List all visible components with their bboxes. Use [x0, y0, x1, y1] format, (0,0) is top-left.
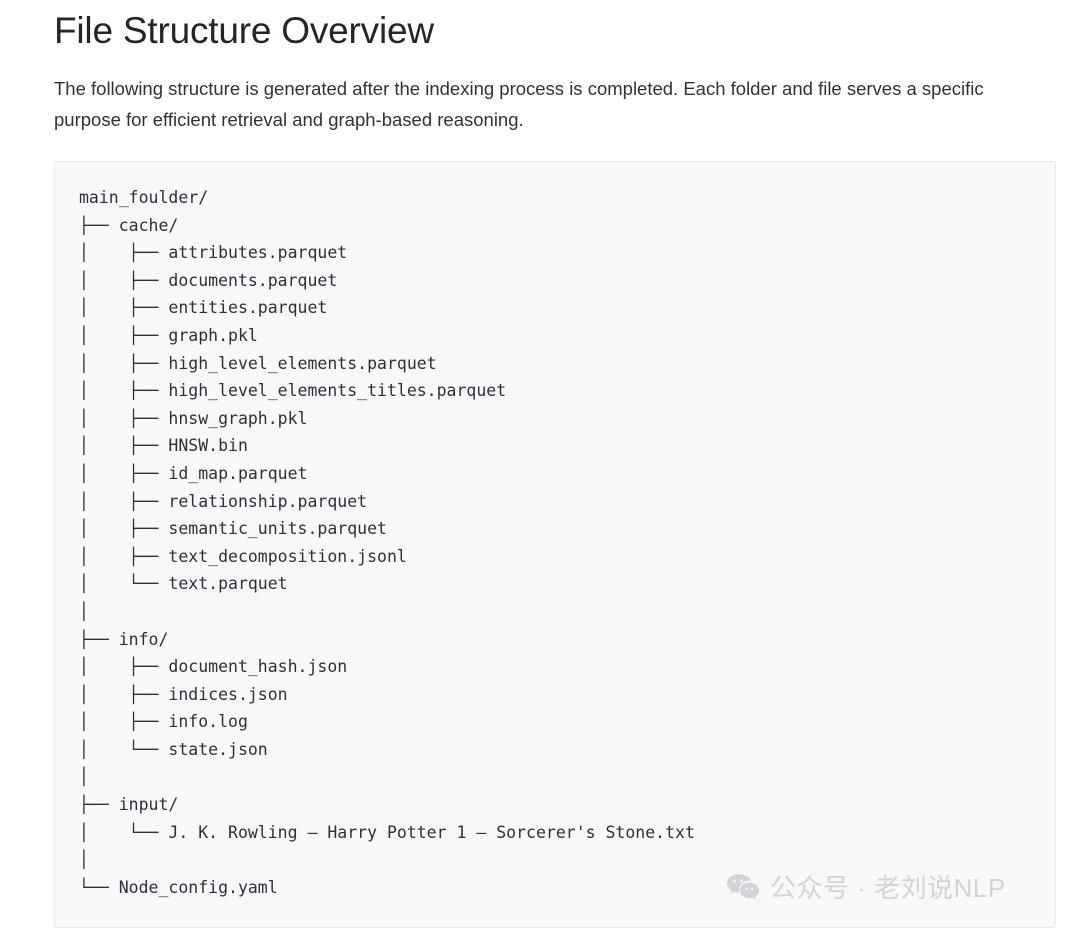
file-tree-line: │ ├── high_level_elements.parquet [79, 353, 437, 373]
file-tree-line: │ ├── relationship.parquet [79, 491, 368, 511]
file-tree-line: │ [79, 601, 89, 621]
file-tree-line: │ ├── hnsw_graph.pkl [79, 408, 308, 428]
file-tree-lines: main_foulder/ ├── cache/ │ ├── attributes.… [79, 184, 1055, 901]
file-tree-line: ├── info/ [79, 629, 169, 649]
file-tree-line: │ [79, 767, 89, 787]
file-tree-line: │ ├── attributes.parquet [79, 243, 348, 263]
code-block-content: main_foulder/ ├── cache/ │ ├── attributes.… [55, 162, 1055, 901]
file-tree-line: │ ├── text_decomposition.jsonl [79, 546, 407, 566]
page-title: File Structure Overview [54, 10, 434, 51]
file-tree-line: │ └── text.parquet [79, 574, 288, 594]
file-tree-line: │ ├── entities.parquet [79, 298, 328, 318]
file-tree: main_foulder/ ├── cache/ │ ├── attributes.… [79, 184, 1055, 901]
file-tree-line: │ ├── document_hash.json [79, 657, 348, 677]
file-tree-line: │ ├── semantic_units.parquet [79, 519, 387, 539]
file-tree-line: └── Node_config.yaml [79, 877, 278, 897]
file-tree-line: main_foulder/ [79, 188, 209, 207]
file-tree-line: │ ├── id_map.parquet [79, 463, 308, 483]
file-tree-line: ├── input/ [79, 795, 179, 815]
file-structure-code-block: main_foulder/ ├── cache/ │ ├── attributes.… [54, 161, 1056, 928]
file-tree-line: │ ├── graph.pkl [79, 325, 258, 345]
file-tree-line: │ ├── high_level_elements_titles.parquet [79, 381, 507, 401]
file-tree-line: │ [79, 850, 89, 870]
file-tree-line: │ └── J. K. Rowling – Harry Potter 1 – S… [79, 822, 695, 842]
file-tree-line: │ ├── HNSW.bin [79, 436, 248, 456]
intro-paragraph: The following structure is generated aft… [54, 77, 984, 130]
file-tree-line: │ ├── info.log [79, 712, 248, 732]
file-tree-line: │ ├── indices.json [79, 684, 288, 704]
file-tree-line: ├── cache/ [79, 215, 179, 235]
file-tree-line: │ ├── documents.parquet [79, 270, 338, 290]
file-tree-line: │ └── state.json [79, 739, 268, 759]
